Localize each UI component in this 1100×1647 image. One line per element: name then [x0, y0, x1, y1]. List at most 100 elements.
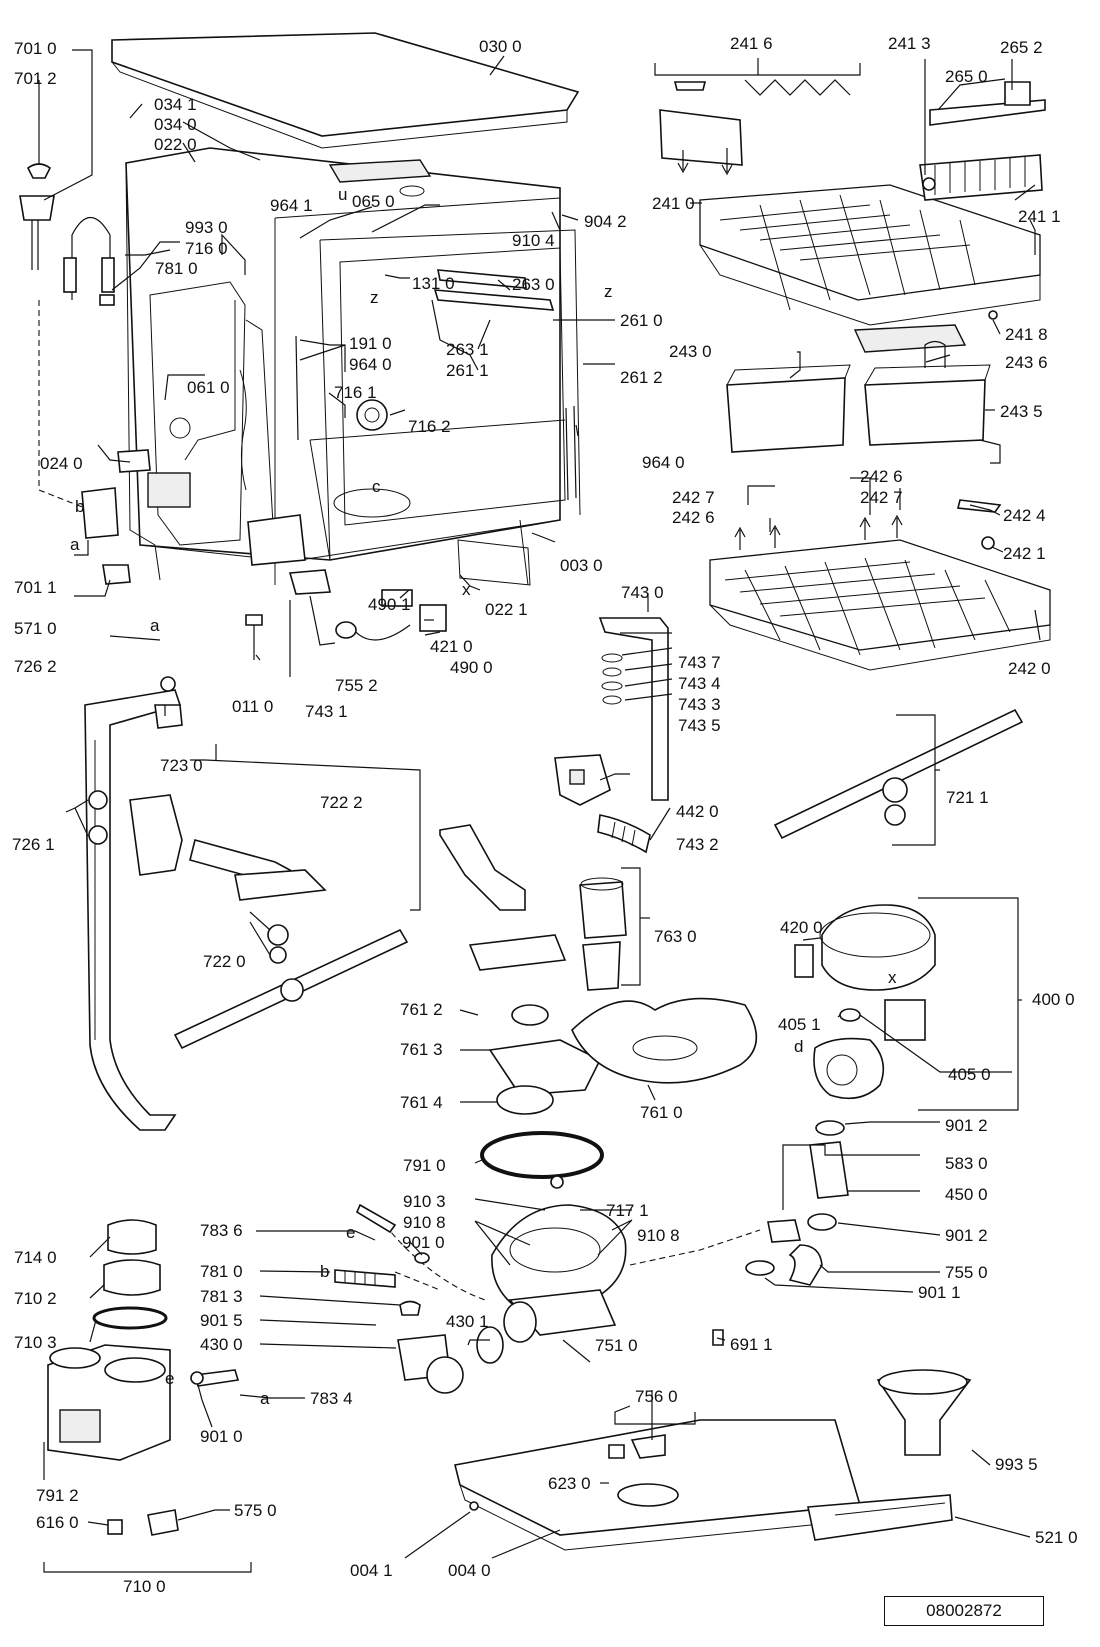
label-243-0: 243 0	[669, 342, 712, 361]
label-783-4: 783 4	[310, 1389, 353, 1408]
label-420-0: 420 0	[780, 918, 823, 937]
label-910-4: 910 4	[512, 231, 555, 250]
label-714-0: 714 0	[14, 1248, 57, 1267]
label-265-2: 265 2	[1000, 38, 1043, 57]
label-781-0-top: 781 0	[155, 259, 198, 278]
label-263-1: 263 1	[446, 340, 489, 359]
label-z-left: z	[370, 288, 379, 307]
label-781-0-bottom: 781 0	[200, 1262, 243, 1281]
leader-lines	[38, 49, 1041, 1559]
label-442-0: 442 0	[676, 802, 719, 821]
label-061-0: 061 0	[187, 378, 230, 397]
label-717-1: 717 1	[606, 1201, 649, 1220]
label-691-1: 691 1	[730, 1335, 773, 1354]
label-490-0: 490 0	[450, 658, 493, 677]
label-243-5: 243 5	[1000, 402, 1043, 421]
label-791-0: 791 0	[403, 1156, 446, 1175]
label-791-2: 791 2	[36, 1486, 79, 1505]
document-number-box: 08002872	[884, 1596, 1044, 1626]
label-710-0: 710 0	[123, 1577, 166, 1596]
label-743-4: 743 4	[678, 674, 721, 693]
label-191-0: 191 0	[349, 334, 392, 353]
label-242-0: 242 0	[1008, 659, 1051, 678]
label-964-0-mid: 964 0	[349, 355, 392, 374]
label-011-0: 011 0	[232, 697, 273, 716]
part-labels: 701 0 701 2 034 1 034 0 022 0 030 0 241 …	[12, 34, 1078, 1596]
label-004-1: 004 1	[350, 1561, 393, 1580]
label-901-0-bottom: 901 0	[200, 1427, 243, 1446]
tub-body-drawing	[125, 147, 561, 561]
label-263-0: 263 0	[512, 275, 555, 294]
label-261-2: 261 2	[620, 368, 663, 387]
label-c: c	[372, 477, 381, 496]
part-drawings	[19, 32, 1051, 1573]
label-583-0: 583 0	[945, 1154, 988, 1173]
label-901-5: 901 5	[200, 1311, 243, 1330]
label-901-2-top: 901 2	[945, 1116, 988, 1135]
label-743-2: 743 2	[676, 835, 719, 854]
label-781-3: 781 3	[200, 1287, 243, 1306]
label-241-0: 241 0	[652, 194, 695, 213]
label-726-2: 726 2	[14, 657, 57, 676]
label-265-0: 265 0	[945, 67, 988, 86]
label-783-6: 783 6	[200, 1221, 243, 1240]
label-901-1: 901 1	[918, 1283, 961, 1302]
label-e-bottom: e	[165, 1369, 174, 1388]
label-241-6: 241 6	[730, 34, 773, 53]
sump-drawing	[491, 1204, 627, 1311]
label-716-0: 716 0	[185, 239, 228, 258]
label-z-right: z	[604, 282, 613, 301]
label-a-valve: a	[150, 616, 160, 635]
label-710-2: 710 2	[14, 1289, 57, 1308]
label-904-2: 904 2	[584, 212, 627, 231]
label-761-3: 761 3	[400, 1040, 443, 1059]
label-b-top: b	[75, 497, 84, 516]
label-022-1: 022 1	[485, 600, 528, 619]
label-034-0: 034 0	[154, 115, 197, 134]
label-x-top: x	[462, 580, 471, 599]
label-261-1: 261 1	[446, 361, 489, 380]
upper-rack-drawing	[699, 184, 1041, 301]
label-u: u	[338, 185, 347, 204]
label-242-7-top: 242 7	[860, 488, 903, 507]
label-521-0: 521 0	[1035, 1528, 1078, 1547]
label-743-7: 743 7	[678, 653, 721, 672]
label-910-3: 910 3	[403, 1192, 446, 1211]
label-241-8: 241 8	[1005, 325, 1048, 344]
label-751-0: 751 0	[595, 1336, 638, 1355]
label-964-1: 964 1	[270, 196, 313, 215]
label-616-0: 616 0	[36, 1513, 79, 1532]
label-910-8-left: 910 8	[403, 1213, 446, 1232]
label-575-0: 575 0	[234, 1501, 277, 1520]
label-430-0: 430 0	[200, 1335, 243, 1354]
label-761-2: 761 2	[400, 1000, 443, 1019]
label-743-3: 743 3	[678, 695, 721, 714]
label-743-5: 743 5	[678, 716, 721, 735]
label-003-0: 003 0	[560, 556, 603, 575]
label-571-0: 571 0	[14, 619, 57, 638]
label-261-0: 261 0	[620, 311, 663, 330]
label-242-7-left: 242 7	[672, 488, 715, 507]
label-721-1: 721 1	[946, 788, 989, 807]
label-004-0: 004 0	[448, 1561, 491, 1580]
label-242-6-top: 242 6	[860, 467, 903, 486]
label-910-8-right: 910 8	[637, 1226, 680, 1245]
label-755-0: 755 0	[945, 1263, 988, 1282]
label-030-0: 030 0	[479, 37, 522, 56]
label-a-top: a	[70, 535, 80, 554]
label-623-0: 623 0	[548, 1474, 591, 1493]
label-490-1: 490 1	[368, 595, 411, 614]
label-242-4: 242 4	[1003, 506, 1046, 525]
label-242-1: 242 1	[1003, 544, 1046, 563]
label-743-1: 743 1	[305, 702, 348, 721]
label-743-0: 743 0	[621, 583, 664, 602]
label-723-0: 723 0	[160, 756, 203, 775]
label-e-top: e	[346, 1223, 355, 1242]
label-964-0-right: 964 0	[642, 453, 685, 472]
label-022-0: 022 0	[154, 135, 197, 154]
label-716-2: 716 2	[408, 417, 451, 436]
label-701-0: 701 0	[14, 39, 57, 58]
label-131-0: 131 0	[412, 274, 455, 293]
label-034-1: 034 1	[154, 95, 197, 114]
label-710-3: 710 3	[14, 1333, 57, 1352]
